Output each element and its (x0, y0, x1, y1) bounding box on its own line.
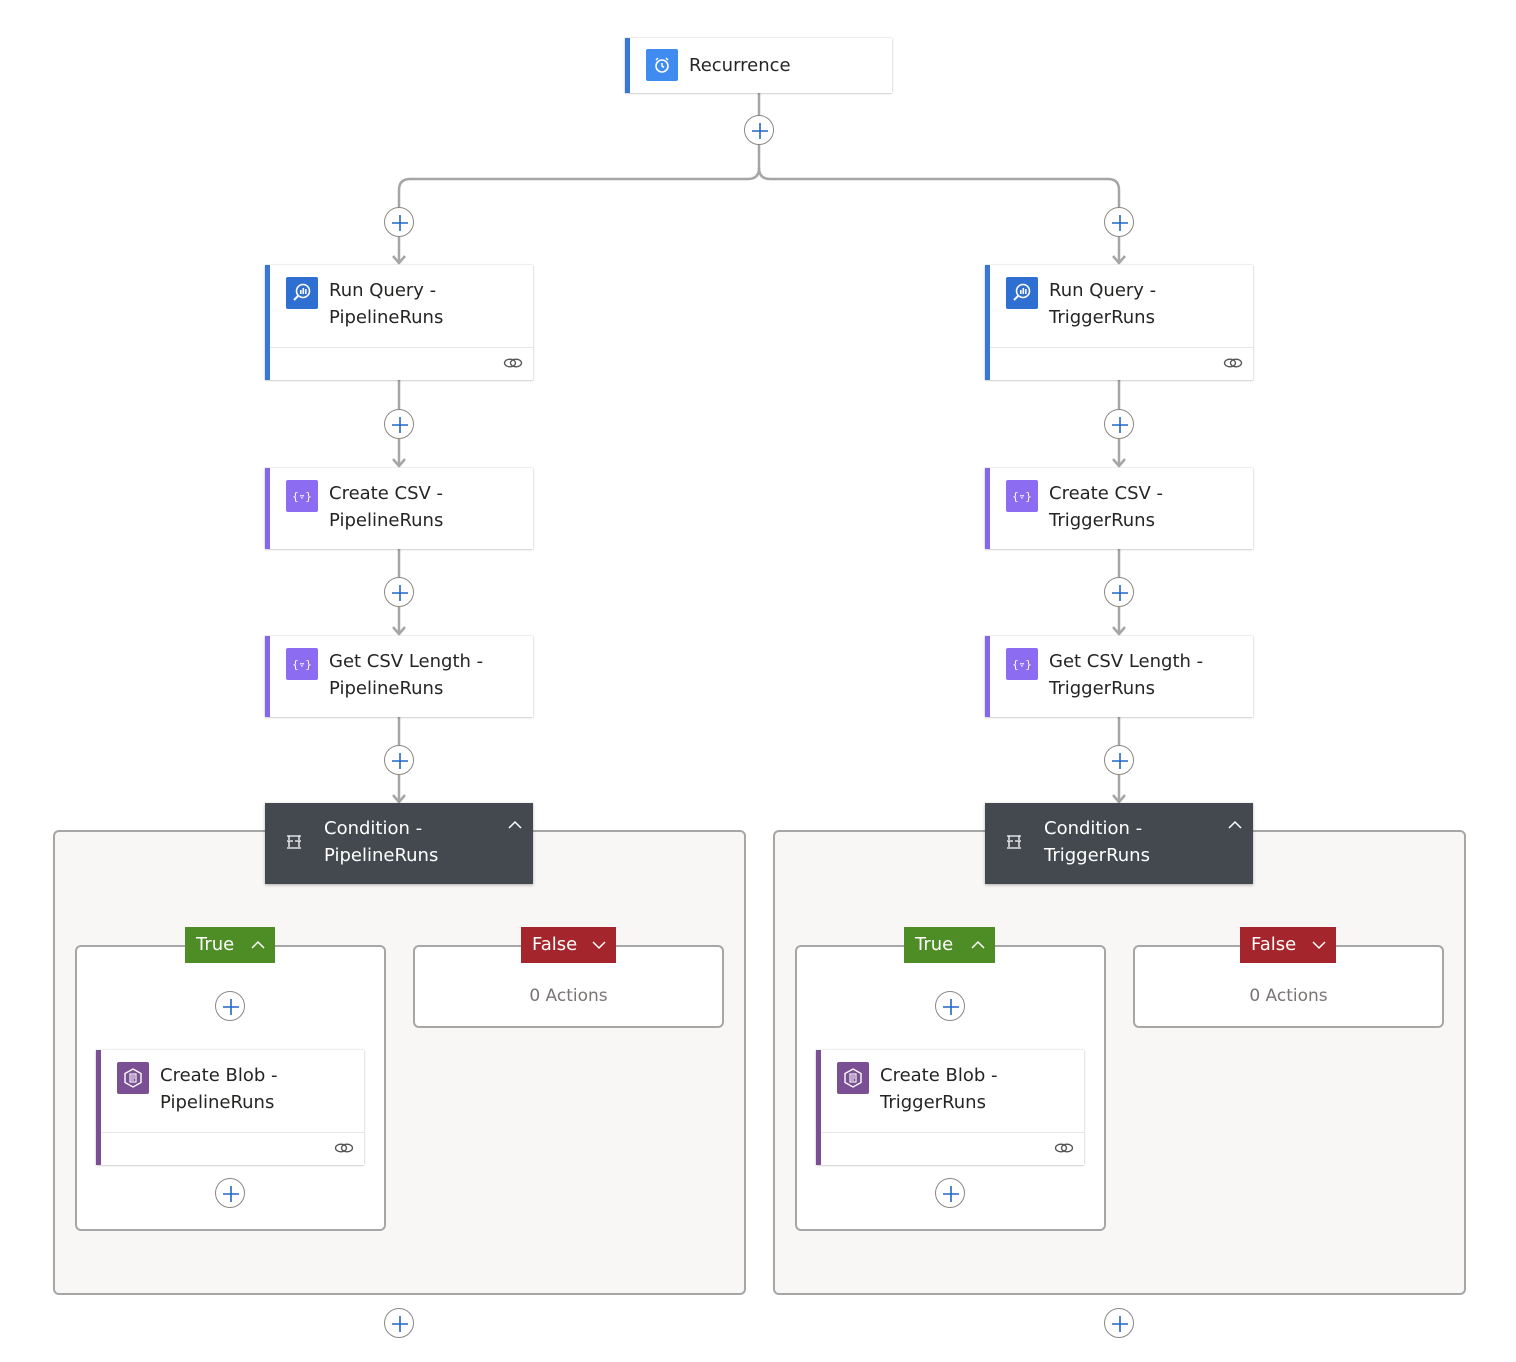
svg-text:{▿}: {▿} (292, 658, 312, 671)
create-csv-pipelineruns-card[interactable]: {▿} Create CSV - PipelineRuns (265, 468, 533, 549)
link-icon[interactable] (334, 1141, 354, 1155)
create-blob-pipelineruns-card[interactable]: Create Blob - PipelineRuns (96, 1050, 364, 1165)
svg-text:{▿}: {▿} (1012, 658, 1032, 671)
add-step-button[interactable] (935, 1178, 965, 1208)
get-csv-length-title: Get CSV Length - TriggerRuns (1049, 651, 1204, 699)
recurrence-trigger-card[interactable]: Recurrence (625, 38, 892, 93)
add-step-button[interactable] (384, 207, 414, 237)
svg-text:{▿}: {▿} (1012, 490, 1032, 503)
false-label: False (532, 934, 578, 955)
chevron-down-icon (1312, 941, 1326, 950)
create-blob-title: Create Blob - TriggerRuns (880, 1065, 998, 1113)
false-actions-count: 0 Actions (1249, 986, 1328, 1006)
add-step-button[interactable] (1104, 1308, 1134, 1338)
false-branch-label[interactable]: False (521, 927, 616, 963)
add-step-button[interactable] (384, 745, 414, 775)
chevron-up-icon[interactable] (507, 819, 523, 831)
alarm-clock-icon (646, 49, 678, 81)
run-query-triggerruns-card[interactable]: Run Query - TriggerRuns (985, 265, 1253, 380)
run-query-title: Run Query - TriggerRuns (1049, 280, 1157, 328)
log-analytics-icon (286, 277, 318, 309)
card-footer (821, 1132, 1084, 1165)
blob-storage-icon (837, 1062, 869, 1094)
chevron-up-icon[interactable] (1227, 819, 1243, 831)
get-csv-length-title: Get CSV Length - PipelineRuns (329, 651, 484, 699)
condition-icon (287, 835, 301, 849)
log-analytics-icon (1006, 277, 1038, 309)
add-step-button[interactable] (215, 1178, 245, 1208)
condition-triggerruns-header[interactable]: Condition - TriggerRuns (985, 803, 1253, 884)
trigger-title: Recurrence (689, 55, 791, 76)
svg-text:{▿}: {▿} (292, 490, 312, 503)
add-step-button[interactable] (1104, 409, 1134, 439)
blob-storage-icon (117, 1062, 149, 1094)
link-icon[interactable] (1223, 356, 1243, 370)
false-actions-count: 0 Actions (529, 986, 608, 1006)
add-step-button[interactable] (1104, 207, 1134, 237)
create-csv-triggerruns-card[interactable]: {▿} Create CSV - TriggerRuns (985, 468, 1253, 549)
get-csv-length-triggerruns-card[interactable]: {▿} Get CSV Length - TriggerRuns (985, 636, 1253, 717)
true-branch-label[interactable]: True (185, 927, 275, 963)
card-footer (990, 347, 1253, 380)
create-csv-title: Create CSV - PipelineRuns (329, 483, 444, 531)
chevron-down-icon (592, 941, 606, 950)
data-operations-icon: {▿} (1006, 480, 1038, 512)
add-step-button[interactable] (384, 409, 414, 439)
true-label: True (196, 934, 235, 955)
chevron-up-icon (971, 940, 985, 949)
run-query-pipelineruns-card[interactable]: Run Query - PipelineRuns (265, 265, 533, 380)
add-step-button[interactable] (215, 991, 245, 1021)
data-operations-icon: {▿} (286, 648, 318, 680)
true-branch-label[interactable]: True (904, 927, 995, 963)
create-blob-triggerruns-card[interactable]: Create Blob - TriggerRuns (816, 1050, 1084, 1165)
add-step-button[interactable] (384, 577, 414, 607)
add-step-button[interactable] (1104, 745, 1134, 775)
condition-title: Condition - TriggerRuns (1044, 818, 1150, 866)
create-blob-title: Create Blob - PipelineRuns (160, 1065, 278, 1113)
link-icon[interactable] (503, 356, 523, 370)
condition-pipelineruns-header[interactable]: Condition - PipelineRuns (265, 803, 533, 884)
get-csv-length-pipelineruns-card[interactable]: {▿} Get CSV Length - PipelineRuns (265, 636, 533, 717)
add-step-button[interactable] (1104, 577, 1134, 607)
data-operations-icon: {▿} (286, 480, 318, 512)
run-query-title: Run Query - PipelineRuns (329, 280, 444, 328)
add-step-button[interactable] (935, 991, 965, 1021)
card-footer (270, 347, 533, 380)
card-footer (101, 1132, 364, 1165)
false-label: False (1251, 934, 1297, 955)
link-icon[interactable] (1054, 1141, 1074, 1155)
true-label: True (915, 934, 954, 955)
add-step-button[interactable] (384, 1308, 414, 1338)
create-csv-title: Create CSV - TriggerRuns (1049, 483, 1164, 531)
data-operations-icon: {▿} (1006, 648, 1038, 680)
false-branch-label[interactable]: False (1240, 927, 1336, 963)
add-step-button[interactable] (744, 115, 774, 145)
condition-icon (1007, 835, 1021, 849)
condition-title: Condition - PipelineRuns (324, 818, 439, 866)
chevron-up-icon (251, 940, 265, 949)
